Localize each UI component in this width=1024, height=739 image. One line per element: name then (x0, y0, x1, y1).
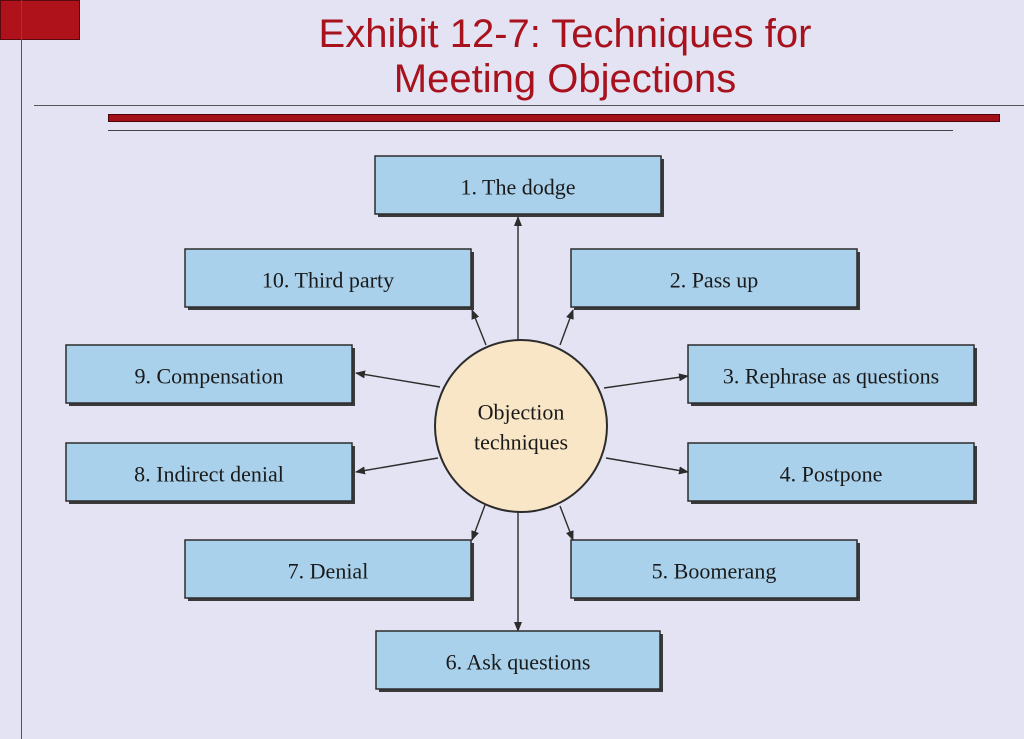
hub-circle (434, 339, 608, 513)
title-thin-rule (108, 130, 953, 131)
technique-box-ask-questions: 6. Ask questions (375, 630, 663, 692)
technique-label: 6. Ask questions (446, 650, 591, 675)
title-red-bar (108, 114, 1000, 122)
page-title-line-1: Exhibit 12-7: Techniques for (318, 12, 812, 56)
connector-arrows (355, 216, 689, 632)
technique-label: 5. Boomerang (652, 559, 777, 584)
technique-box-compensation: 9. Compensation (65, 344, 355, 406)
technique-label: 10. Third party (262, 268, 394, 293)
arrow-to-rephrase (603, 373, 689, 389)
technique-label: 2. Pass up (670, 268, 759, 293)
technique-label: 4. Postpone (780, 462, 883, 487)
objection-techniques-hub: Objection techniques (434, 339, 608, 513)
technique-box-denial: 7. Denial (184, 539, 474, 601)
technique-box-indirect-denial: 8. Indirect denial (65, 442, 355, 504)
left-vertical-rule (21, 0, 22, 739)
technique-label: 3. Rephrase as questions (723, 364, 939, 389)
technique-box-boomerang: 5. Boomerang (570, 539, 860, 601)
arrow-to-compensation (355, 370, 441, 388)
technique-label: 8. Indirect denial (134, 462, 284, 487)
technique-label: 9. Compensation (134, 364, 283, 389)
technique-box-pass-up: 2. Pass up (570, 248, 860, 310)
arrow-to-boomerang (559, 505, 574, 541)
title-underline-rule (34, 105, 1024, 106)
technique-box-the-dodge: 1. The dodge (374, 155, 664, 217)
technique-boxes: 1. The dodge 2. Pass up 3. Rephrase as q… (65, 155, 977, 692)
hub-label-line-2: techniques (474, 430, 568, 455)
technique-box-rephrase-as-questions: 3. Rephrase as questions (687, 344, 977, 406)
corner-accent-block (0, 0, 80, 40)
technique-label: 7. Denial (288, 559, 369, 584)
arrow-to-pass-up (559, 309, 574, 346)
arrow-to-third-party (471, 309, 487, 346)
arrow-to-denial (471, 504, 486, 541)
page-title-line-2: Meeting Objections (393, 57, 737, 101)
technique-label: 1. The dodge (460, 175, 575, 200)
technique-box-postpone: 4. Postpone (687, 442, 977, 504)
arrow-to-postpone (605, 457, 689, 475)
page-title: Exhibit 12-7: Techniques for Meeting Obj… (240, 12, 890, 102)
arrow-to-indirect-denial (355, 457, 439, 475)
technique-box-third-party: 10. Third party (184, 248, 474, 310)
hub-label-line-1: Objection (478, 400, 565, 425)
